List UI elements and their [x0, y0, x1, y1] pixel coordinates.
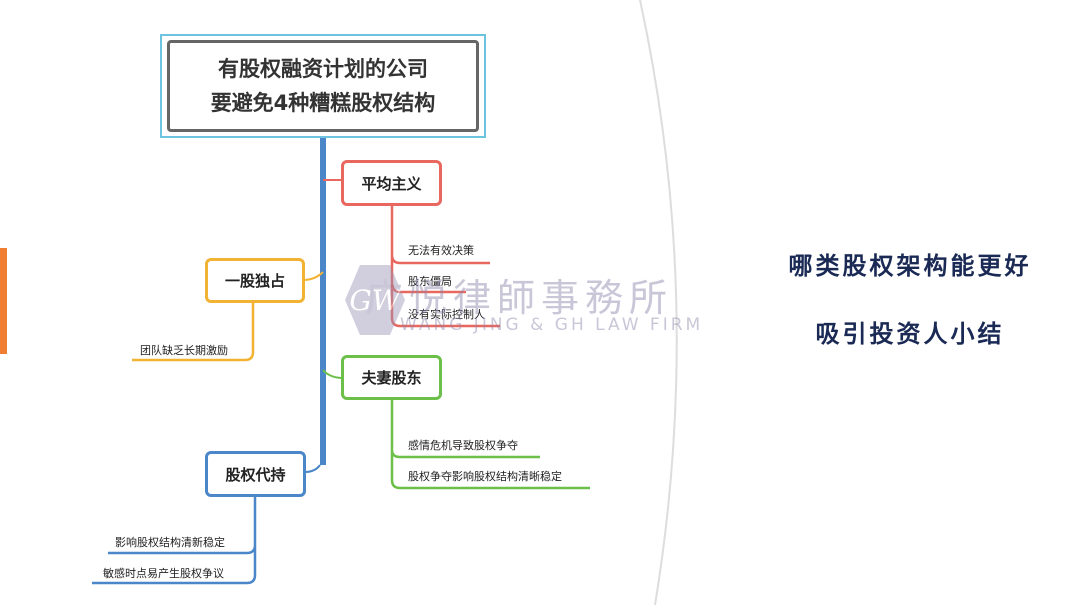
title-line2: 要避免4种糟糕股权结构 [210, 91, 436, 115]
leaf-text: 股东僵局 [408, 275, 452, 288]
leaf-text: 影响股权结构清新稳定 [115, 536, 225, 549]
background-arc [639, 0, 678, 605]
watermark-en: WANG JING & GH LAW FIRM [400, 315, 704, 335]
leaf-text: 敏感时点易产生股权争议 [103, 567, 224, 580]
watermark: GW 广悦律師事務所 WANG JING & GH LAW FIRM [345, 265, 735, 337]
leaf-text: 股权争夺影响股权结构清晰稳定 [408, 470, 562, 483]
side-title-line1: 哪类股权架构能更好 [788, 252, 1032, 280]
branch-couple: 夫妻股东 [341, 355, 442, 400]
branch-nominee: 股权代持 [205, 451, 306, 497]
watermark-cn: 广悦律師事務所 [365, 276, 674, 320]
side-title-line2: 吸引投资人小结 [815, 320, 1005, 348]
accent-bar [0, 248, 7, 354]
title-node: 有股权融资计划的公司 要避免4种糟糕股权结构 [160, 34, 486, 138]
leaf-text: 没有实际控制人 [408, 308, 485, 321]
leaf-text: 无法有效决策 [408, 244, 474, 257]
branch-monopoly: 一股独占 [205, 258, 305, 303]
branch-equal: 平均主义 [341, 160, 442, 206]
leaf-text: 团队缺乏长期激励 [140, 344, 228, 357]
title-line1: 有股权融资计划的公司 [218, 57, 428, 81]
leaf-text: 感情危机导致股权争夺 [408, 439, 518, 452]
